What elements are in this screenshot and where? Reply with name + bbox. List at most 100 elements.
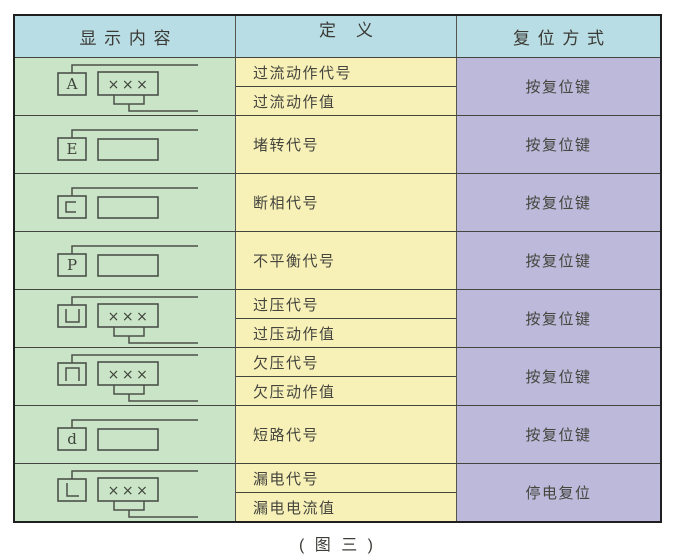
header-row: 显示内容 定 义 复位方式 xyxy=(15,16,660,58)
definition-cell: 短路代号 xyxy=(235,406,457,463)
definition-text: 堵转代号 xyxy=(253,137,320,154)
definition-text: 短路代号 xyxy=(253,427,320,444)
definition-text: 漏电代号 xyxy=(253,470,320,488)
connector-line xyxy=(128,393,198,402)
overline xyxy=(71,128,198,138)
reset-cell: 按复位键 xyxy=(457,58,660,115)
definition-cell: 过压代号 过压动作值 xyxy=(235,290,457,347)
reset-cell: 按复位键 xyxy=(457,290,660,347)
row-leakage: ××× 漏电代号 漏电电流值 停电复位 xyxy=(15,463,660,521)
display-cell: d xyxy=(15,406,235,463)
letter-d-glyph: d xyxy=(67,430,77,448)
reset-text: 按复位键 xyxy=(525,427,592,444)
code-box xyxy=(57,194,87,219)
overline xyxy=(71,295,198,305)
definition-cell: 欠压代号 欠压动作值 xyxy=(235,348,457,405)
value-box xyxy=(97,70,159,96)
letter-a-glyph: A xyxy=(66,75,78,93)
value-xxx-text: ××× xyxy=(108,309,151,325)
definition-text: 过流动作值 xyxy=(236,86,456,115)
display-diagram-short-circuit: d xyxy=(57,418,198,451)
reset-text: 按复位键 xyxy=(525,195,592,212)
definition-text: 欠压动作值 xyxy=(236,376,456,405)
reset-cell: 按复位键 xyxy=(457,348,660,405)
value-box xyxy=(97,302,159,328)
empty-value-box xyxy=(97,137,159,161)
reset-text: 按复位键 xyxy=(525,137,592,154)
definition-text: 不平衡代号 xyxy=(253,253,336,270)
display-diagram-imbalance: P xyxy=(57,244,198,277)
reset-text: 按复位键 xyxy=(525,253,592,270)
fault-code-table: 显示内容 定 义 复位方式 A ××× 过流动作代号 过流动作值 xyxy=(13,14,662,523)
code-box xyxy=(57,426,87,451)
reset-text: 停电复位 xyxy=(525,485,592,502)
definition-cell: 漏电代号 漏电电流值 xyxy=(235,464,457,521)
open-bottom-square-glyph xyxy=(65,366,80,381)
display-diagram-phase-loss xyxy=(57,186,198,219)
value-xxx-text: ××× xyxy=(108,77,151,93)
header-display-content: 显示内容 xyxy=(79,29,179,48)
definition-cell: 断相代号 xyxy=(235,174,457,231)
value-box xyxy=(97,360,159,386)
display-diagram-undervoltage: ××× xyxy=(57,353,198,402)
segment-l-glyph xyxy=(66,482,79,497)
code-box xyxy=(57,252,87,277)
row-stall: E 堵转代号 按复位键 xyxy=(15,115,660,173)
segment-c-glyph xyxy=(65,200,76,213)
letter-p-glyph: P xyxy=(67,256,77,274)
open-top-square-glyph xyxy=(65,308,80,323)
row-overvoltage: ××× 过压代号 过压动作值 按复位键 xyxy=(15,289,660,347)
display-cell xyxy=(15,174,235,231)
value-xxx-text: ××× xyxy=(108,367,151,383)
row-phase-loss: 断相代号 按复位键 xyxy=(15,173,660,231)
connector-bracket xyxy=(113,500,145,511)
connector-line xyxy=(128,103,198,112)
display-cell: ××× xyxy=(15,464,235,521)
code-box xyxy=(57,303,87,328)
definition-text: 过流动作代号 xyxy=(253,64,353,82)
reset-cell: 按复位键 xyxy=(457,116,660,173)
overline xyxy=(71,186,198,196)
reset-text: 按复位键 xyxy=(525,79,592,96)
connector-bracket xyxy=(113,326,145,337)
reset-text: 按复位键 xyxy=(525,369,592,386)
row-overcurrent: A ××× 过流动作代号 过流动作值 按复位键 xyxy=(15,58,660,115)
code-box xyxy=(57,477,87,502)
definition-text: 过压代号 xyxy=(253,296,320,314)
connector-line xyxy=(128,335,198,344)
reset-text: 按复位键 xyxy=(525,311,592,328)
value-box xyxy=(97,476,159,502)
figure-caption: ( 图 三 ) xyxy=(299,537,376,554)
display-cell: E xyxy=(15,116,235,173)
definition-cell: 过流动作代号 过流动作值 xyxy=(235,58,457,115)
row-imbalance: P 不平衡代号 按复位键 xyxy=(15,231,660,289)
reset-cell: 按复位键 xyxy=(457,174,660,231)
code-box xyxy=(57,71,87,96)
code-box xyxy=(57,361,87,386)
connector-bracket xyxy=(113,94,145,105)
display-cell: ××× xyxy=(15,348,235,405)
reset-cell: 按复位键 xyxy=(457,232,660,289)
definition-text: 漏电电流值 xyxy=(236,492,456,521)
header-reset-method: 复位方式 xyxy=(513,29,612,48)
definition-text: 断相代号 xyxy=(253,195,320,212)
empty-value-box xyxy=(97,253,159,277)
row-short-circuit: d 短路代号 按复位键 xyxy=(15,405,660,463)
table-body: A ××× 过流动作代号 过流动作值 按复位键 E xyxy=(15,58,660,521)
empty-value-box xyxy=(97,195,159,219)
overline xyxy=(71,469,198,479)
connector-line xyxy=(128,509,198,518)
header-definition: 定 义 xyxy=(235,16,457,57)
value-xxx-text: ××× xyxy=(108,483,151,499)
definition-text: 过压动作值 xyxy=(236,318,456,347)
display-cell: A ××× xyxy=(15,58,235,115)
reset-cell: 停电复位 xyxy=(457,464,660,521)
overline xyxy=(71,353,198,363)
display-diagram-overcurrent: A ××× xyxy=(57,63,198,112)
overline xyxy=(71,63,198,73)
overline xyxy=(71,418,198,428)
row-undervoltage: ××× 欠压代号 欠压动作值 按复位键 xyxy=(15,347,660,405)
display-diagram-overvoltage: ××× xyxy=(57,295,198,344)
display-cell: ××× xyxy=(15,290,235,347)
display-diagram-stall: E xyxy=(57,128,198,161)
